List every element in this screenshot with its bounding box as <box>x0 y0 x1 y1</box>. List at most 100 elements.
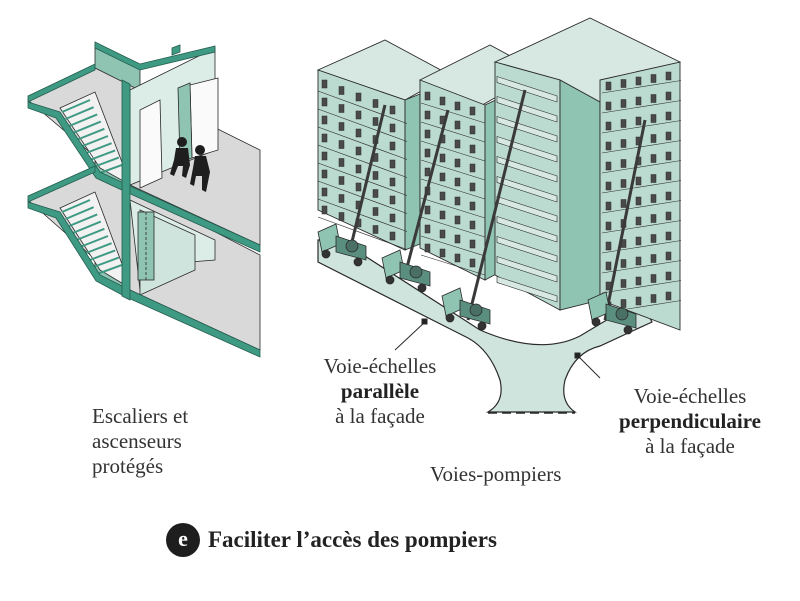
window <box>355 92 362 102</box>
window <box>635 96 642 106</box>
window <box>372 189 379 198</box>
fire-truck-icon <box>441 287 491 331</box>
window <box>439 153 446 163</box>
window <box>665 211 672 221</box>
window <box>439 210 446 220</box>
window <box>650 234 657 243</box>
window <box>372 99 379 108</box>
window <box>338 212 345 221</box>
window <box>650 294 657 303</box>
window <box>620 259 627 268</box>
balcony <box>496 156 558 183</box>
window <box>469 239 476 249</box>
window <box>338 104 345 113</box>
door-right <box>189 77 219 159</box>
window <box>389 105 396 115</box>
window <box>389 213 396 223</box>
window <box>372 225 379 234</box>
window <box>620 119 627 128</box>
window <box>469 258 476 268</box>
window <box>650 134 657 143</box>
balcony <box>496 276 558 303</box>
window <box>635 256 642 266</box>
aerial-ladders <box>348 89 647 321</box>
window <box>321 115 328 125</box>
window <box>389 141 396 151</box>
window <box>424 148 431 158</box>
window <box>338 176 345 185</box>
perpendicular-label-line1: Voie-échelles <box>633 384 747 408</box>
window <box>665 71 672 81</box>
window <box>650 154 657 163</box>
parallel-label-line3: à la façade <box>335 404 425 428</box>
window <box>635 216 642 226</box>
window <box>424 243 431 253</box>
window <box>605 221 612 231</box>
balcony <box>496 256 558 283</box>
window <box>605 101 612 111</box>
window <box>469 182 476 192</box>
window <box>355 128 362 138</box>
window <box>454 101 461 111</box>
window <box>665 91 672 101</box>
perpendicular-label-line2: perpendiculaire <box>619 409 761 433</box>
window <box>605 241 612 251</box>
upper-stair-steps <box>61 99 123 176</box>
window <box>424 205 431 215</box>
balcony <box>496 96 558 123</box>
window <box>321 205 328 215</box>
window <box>650 74 657 83</box>
fire-truck-icon <box>317 223 367 267</box>
evacuating-people-icon <box>170 137 210 192</box>
window <box>650 94 657 103</box>
window <box>665 291 672 301</box>
window <box>454 158 461 168</box>
window <box>338 86 345 95</box>
window <box>469 163 476 173</box>
building-windows <box>317 71 682 314</box>
window <box>439 248 446 258</box>
figure-caption: e Faciliter l’accès des pompiers <box>166 523 497 557</box>
buildings-diagram <box>316 17 682 414</box>
window <box>454 120 461 130</box>
perpendicular-access-label: Voie-échelles perpendiculaire à la façad… <box>590 384 790 459</box>
window <box>372 207 379 216</box>
window <box>321 169 328 179</box>
window <box>635 76 642 86</box>
window <box>424 129 431 139</box>
window <box>454 215 461 225</box>
window <box>665 151 672 161</box>
window <box>665 111 672 121</box>
window <box>635 276 642 286</box>
window <box>389 231 396 241</box>
stairs-label: Escaliers et ascenseurs protégés <box>92 404 188 479</box>
window <box>665 131 672 141</box>
window <box>321 79 328 89</box>
window <box>665 251 672 261</box>
balcony <box>496 116 558 143</box>
window <box>439 172 446 182</box>
window <box>424 110 431 120</box>
protected-stairwell-diagram <box>27 41 261 358</box>
window <box>355 110 362 120</box>
window <box>372 117 379 126</box>
window <box>650 194 657 203</box>
window <box>665 271 672 281</box>
window <box>605 181 612 191</box>
balcony <box>496 216 558 243</box>
window <box>321 187 328 197</box>
caption-text: Faciliter l’accès des pompiers <box>208 527 497 552</box>
window <box>620 199 627 208</box>
window <box>439 229 446 239</box>
window <box>620 79 627 88</box>
window <box>469 125 476 135</box>
window <box>321 97 328 107</box>
window <box>650 214 657 223</box>
window <box>605 261 612 271</box>
window <box>321 133 328 143</box>
access-road <box>317 239 653 413</box>
fire-truck-icon <box>587 291 637 335</box>
stairs-label-line1: Escaliers et <box>92 404 189 428</box>
window <box>605 141 612 151</box>
